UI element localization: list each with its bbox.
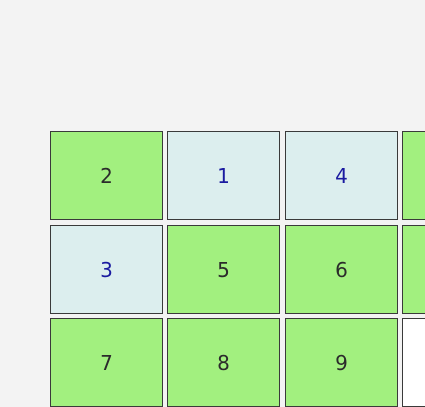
tile-6[interactable]: 6 (285, 225, 398, 314)
tile-number: 4 (335, 163, 348, 188)
tile-partial-row-2[interactable] (402, 225, 425, 314)
tile-9[interactable]: 9 (285, 318, 398, 407)
tile-4[interactable]: 4 (285, 131, 398, 220)
tile-number: 5 (217, 257, 230, 282)
tile-8[interactable]: 8 (167, 318, 280, 407)
tile-number: 3 (100, 257, 113, 282)
tile-number: 6 (335, 257, 348, 282)
tile-3[interactable]: 3 (50, 225, 163, 314)
tile-partial-row-1[interactable] (402, 131, 425, 220)
empty-slot (402, 318, 425, 407)
tile-number: 1 (217, 163, 230, 188)
tile-number: 2 (100, 163, 113, 188)
tile-number: 8 (217, 350, 230, 375)
tile-2[interactable]: 2 (50, 131, 163, 220)
tile-7[interactable]: 7 (50, 318, 163, 407)
tile-number: 7 (100, 350, 113, 375)
tile-number: 9 (335, 350, 348, 375)
tile-5[interactable]: 5 (167, 225, 280, 314)
tile-1[interactable]: 1 (167, 131, 280, 220)
